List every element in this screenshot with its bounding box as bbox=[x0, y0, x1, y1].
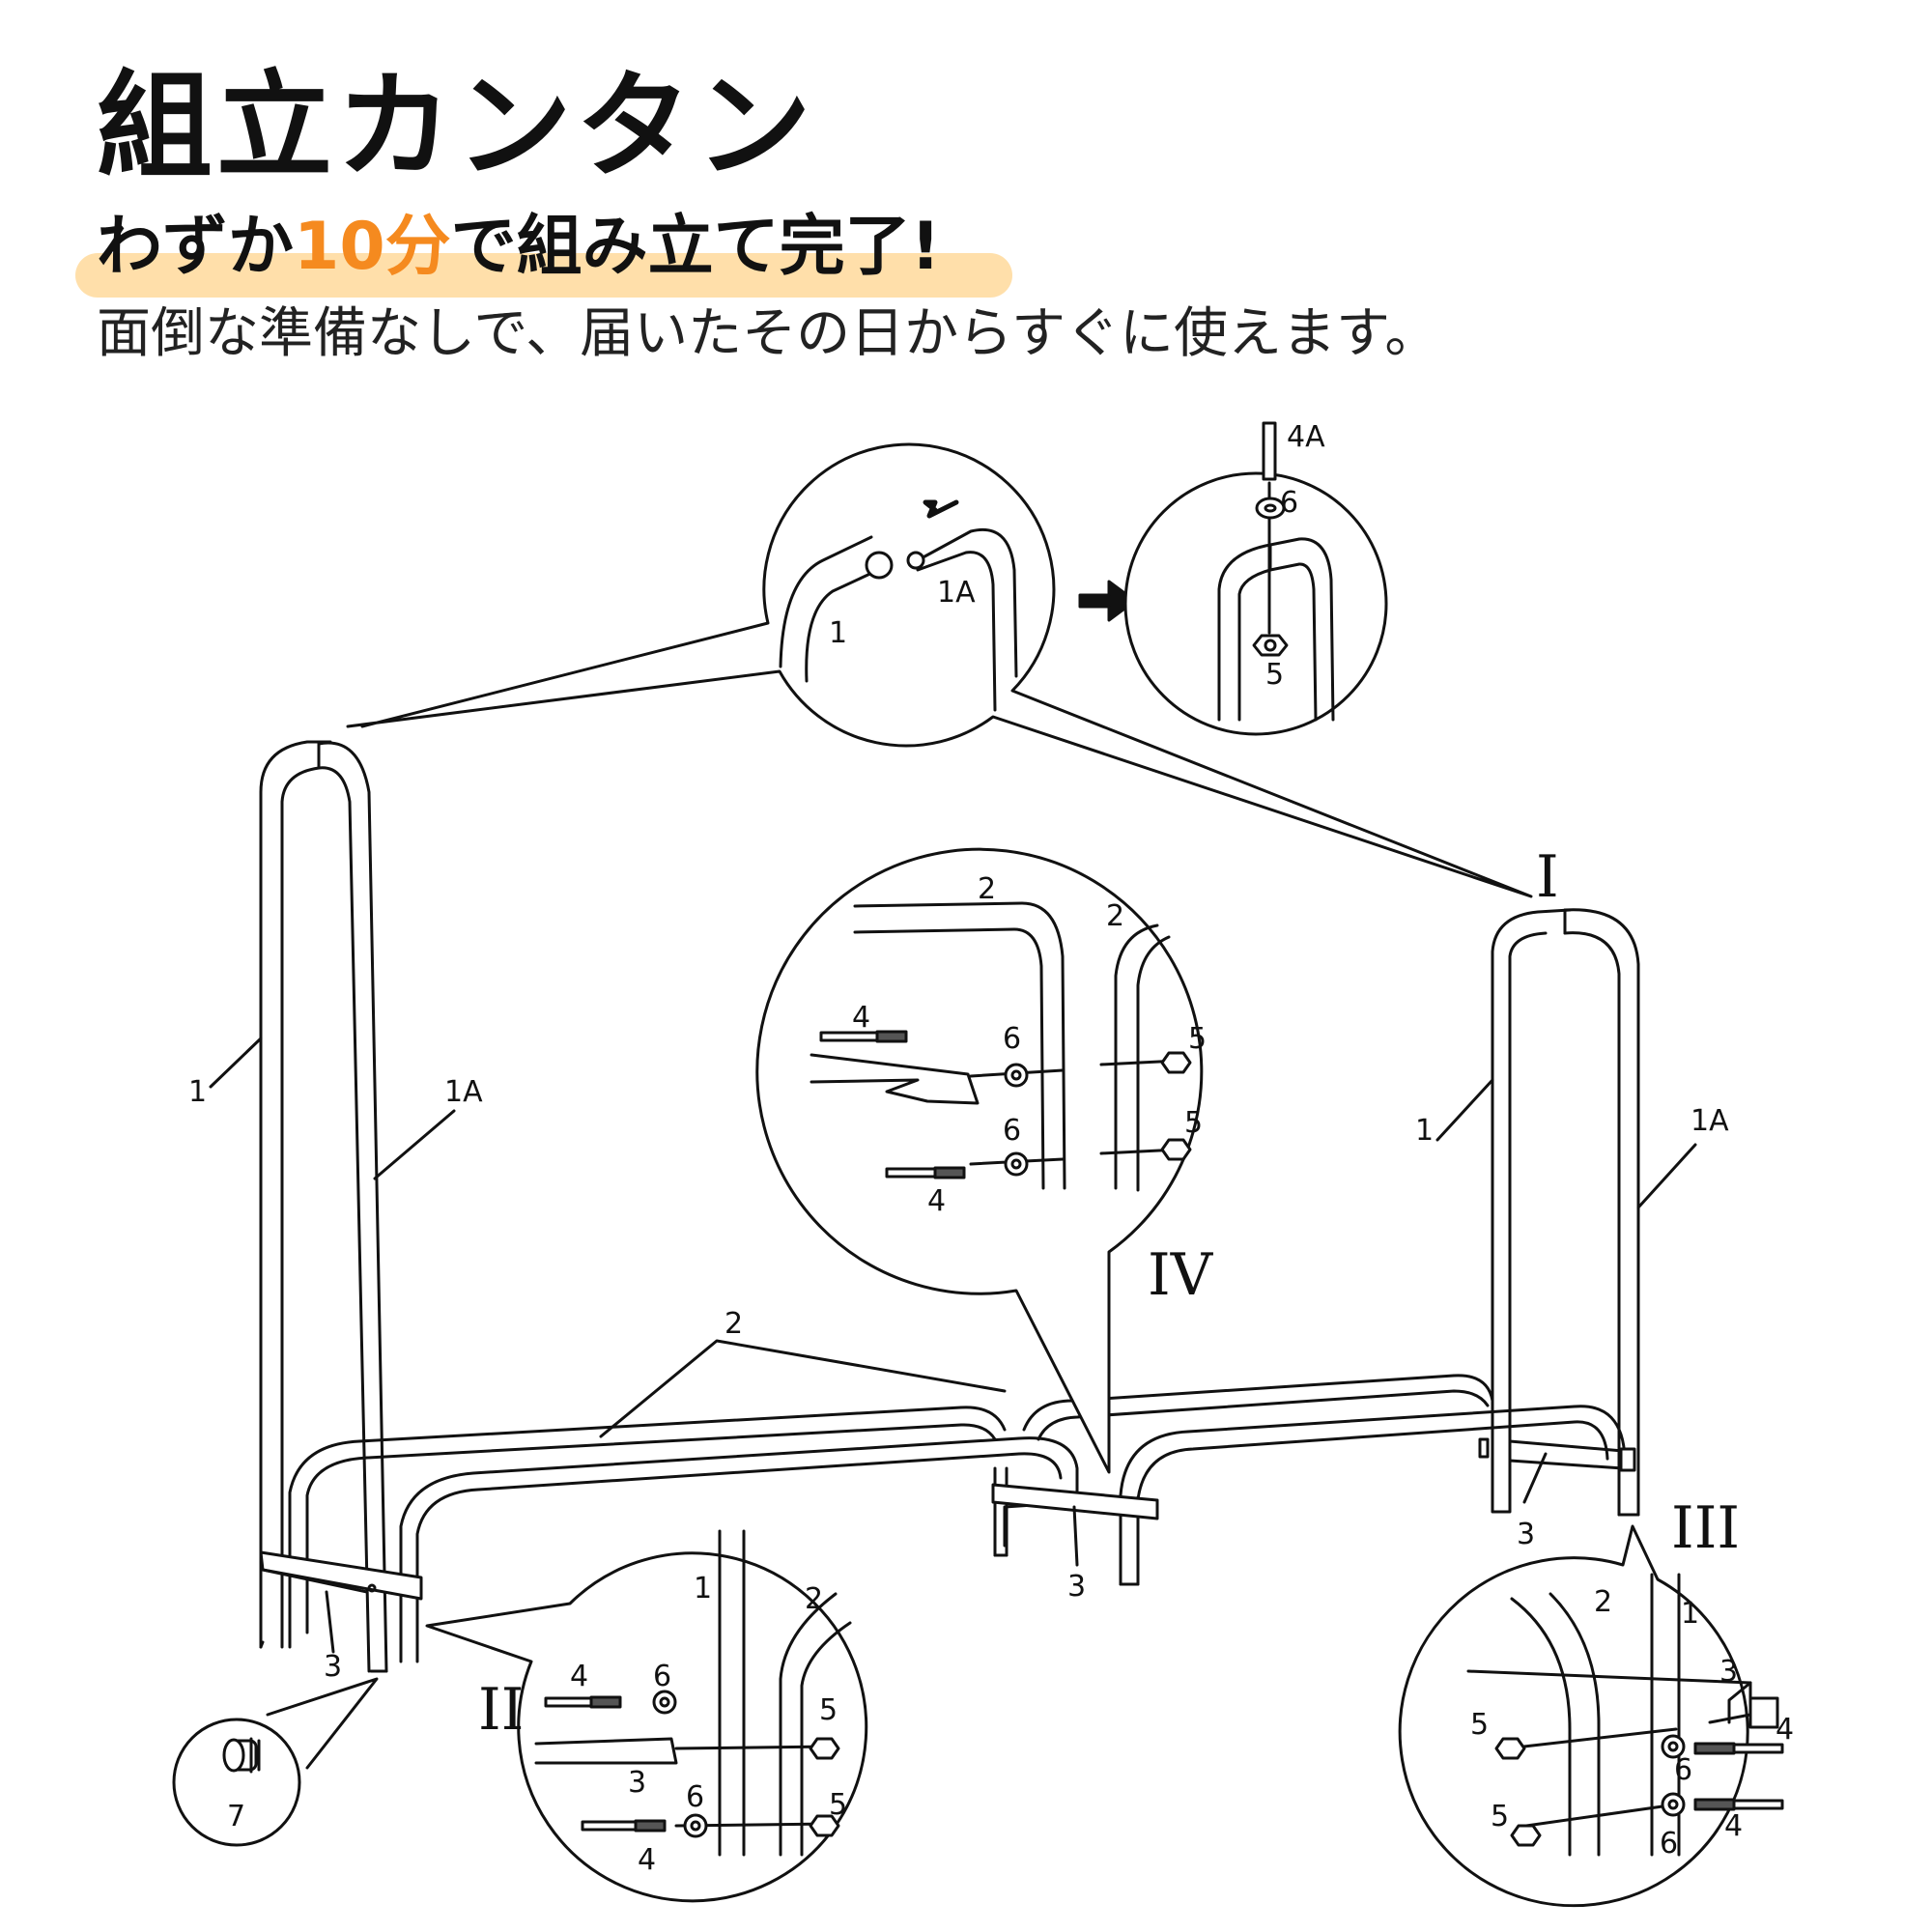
label-6: 6 bbox=[1660, 1827, 1678, 1861]
label-5: 5 bbox=[819, 1693, 838, 1727]
step-label-iii: III bbox=[1671, 1494, 1740, 1562]
label-1a: 1A bbox=[937, 576, 976, 610]
label-5: 5 bbox=[1188, 1022, 1207, 1056]
label-2: 2 bbox=[805, 1582, 823, 1616]
label-6: 6 bbox=[1003, 1022, 1021, 1056]
callout-cap bbox=[172, 1677, 379, 1847]
label-6: 6 bbox=[1674, 1753, 1692, 1787]
leader-lines bbox=[209, 1037, 1697, 1654]
label-6: 6 bbox=[1003, 1114, 1021, 1148]
label-5: 5 bbox=[1470, 1708, 1489, 1742]
step-label-ii: II bbox=[478, 1676, 524, 1744]
label-3: 3 bbox=[628, 1766, 646, 1800]
label-3: 3 bbox=[1067, 1570, 1086, 1604]
label-6: 6 bbox=[1280, 486, 1298, 520]
crossbar-right bbox=[1478, 1437, 1636, 1472]
label-4: 4 bbox=[1724, 1809, 1743, 1843]
callout-joint bbox=[346, 442, 1533, 898]
label-1: 1 bbox=[1415, 1114, 1434, 1148]
callout-bolt bbox=[1123, 421, 1388, 736]
label-1: 1 bbox=[1681, 1597, 1699, 1631]
crossbar-center bbox=[991, 1483, 1159, 1520]
arrow-right-icon bbox=[1078, 580, 1137, 622]
crossbar-left bbox=[259, 1550, 423, 1601]
label-6: 6 bbox=[686, 1780, 704, 1814]
label-4: 4 bbox=[638, 1843, 656, 1877]
label-3: 3 bbox=[1719, 1655, 1738, 1689]
label-2: 2 bbox=[978, 872, 996, 906]
description: 面倒な準備なしで、届いたその日からすぐに使えます。 bbox=[97, 302, 1439, 365]
label-4: 4 bbox=[852, 1001, 870, 1035]
label-7: 7 bbox=[227, 1800, 245, 1833]
label-1: 1 bbox=[829, 616, 847, 650]
label-5: 5 bbox=[1491, 1800, 1509, 1833]
label-4a: 4A bbox=[1287, 420, 1325, 454]
label-5: 5 bbox=[1184, 1106, 1203, 1140]
label-5: 5 bbox=[829, 1788, 847, 1822]
label-3: 3 bbox=[324, 1650, 342, 1684]
label-5: 5 bbox=[1265, 658, 1284, 692]
subtitle-post: で組み立て完了! bbox=[450, 209, 941, 285]
label-2: 2 bbox=[724, 1307, 743, 1341]
callout-center bbox=[755, 847, 1204, 1474]
step-labels: I IV II III bbox=[478, 843, 1740, 1744]
subtitle-highlight bbox=[75, 253, 1012, 298]
label-1a: 1A bbox=[1690, 1104, 1729, 1138]
callout-right bbox=[1398, 1524, 1784, 1908]
subtitle: わずか10分で組み立て完了! bbox=[97, 214, 941, 280]
part-labels: 1 1A 4A 6 5 1 1A 1 1A 2 3 3 3 7 2 2 4 6 … bbox=[188, 420, 1794, 1877]
label-2: 2 bbox=[1106, 899, 1124, 933]
page-title: 組立カンタン bbox=[97, 60, 815, 194]
label-2: 2 bbox=[1594, 1585, 1612, 1619]
label-1: 1 bbox=[188, 1075, 207, 1109]
legs bbox=[259, 1500, 1640, 1673]
callout-left bbox=[425, 1529, 868, 1903]
right-frame bbox=[1491, 908, 1640, 1517]
subtitle-accent: 10分 bbox=[294, 209, 451, 285]
label-1a: 1A bbox=[444, 1075, 483, 1109]
label-6: 6 bbox=[653, 1660, 671, 1693]
label-4: 4 bbox=[927, 1184, 946, 1218]
label-3: 3 bbox=[1517, 1518, 1535, 1551]
subtitle-pre: わずか bbox=[97, 209, 295, 285]
step-label-iv: IV bbox=[1148, 1241, 1214, 1309]
label-1: 1 bbox=[694, 1572, 712, 1605]
label-4: 4 bbox=[570, 1660, 588, 1693]
left-frame bbox=[259, 740, 388, 1673]
label-4: 4 bbox=[1776, 1713, 1794, 1747]
step-label-i: I bbox=[1536, 843, 1559, 911]
